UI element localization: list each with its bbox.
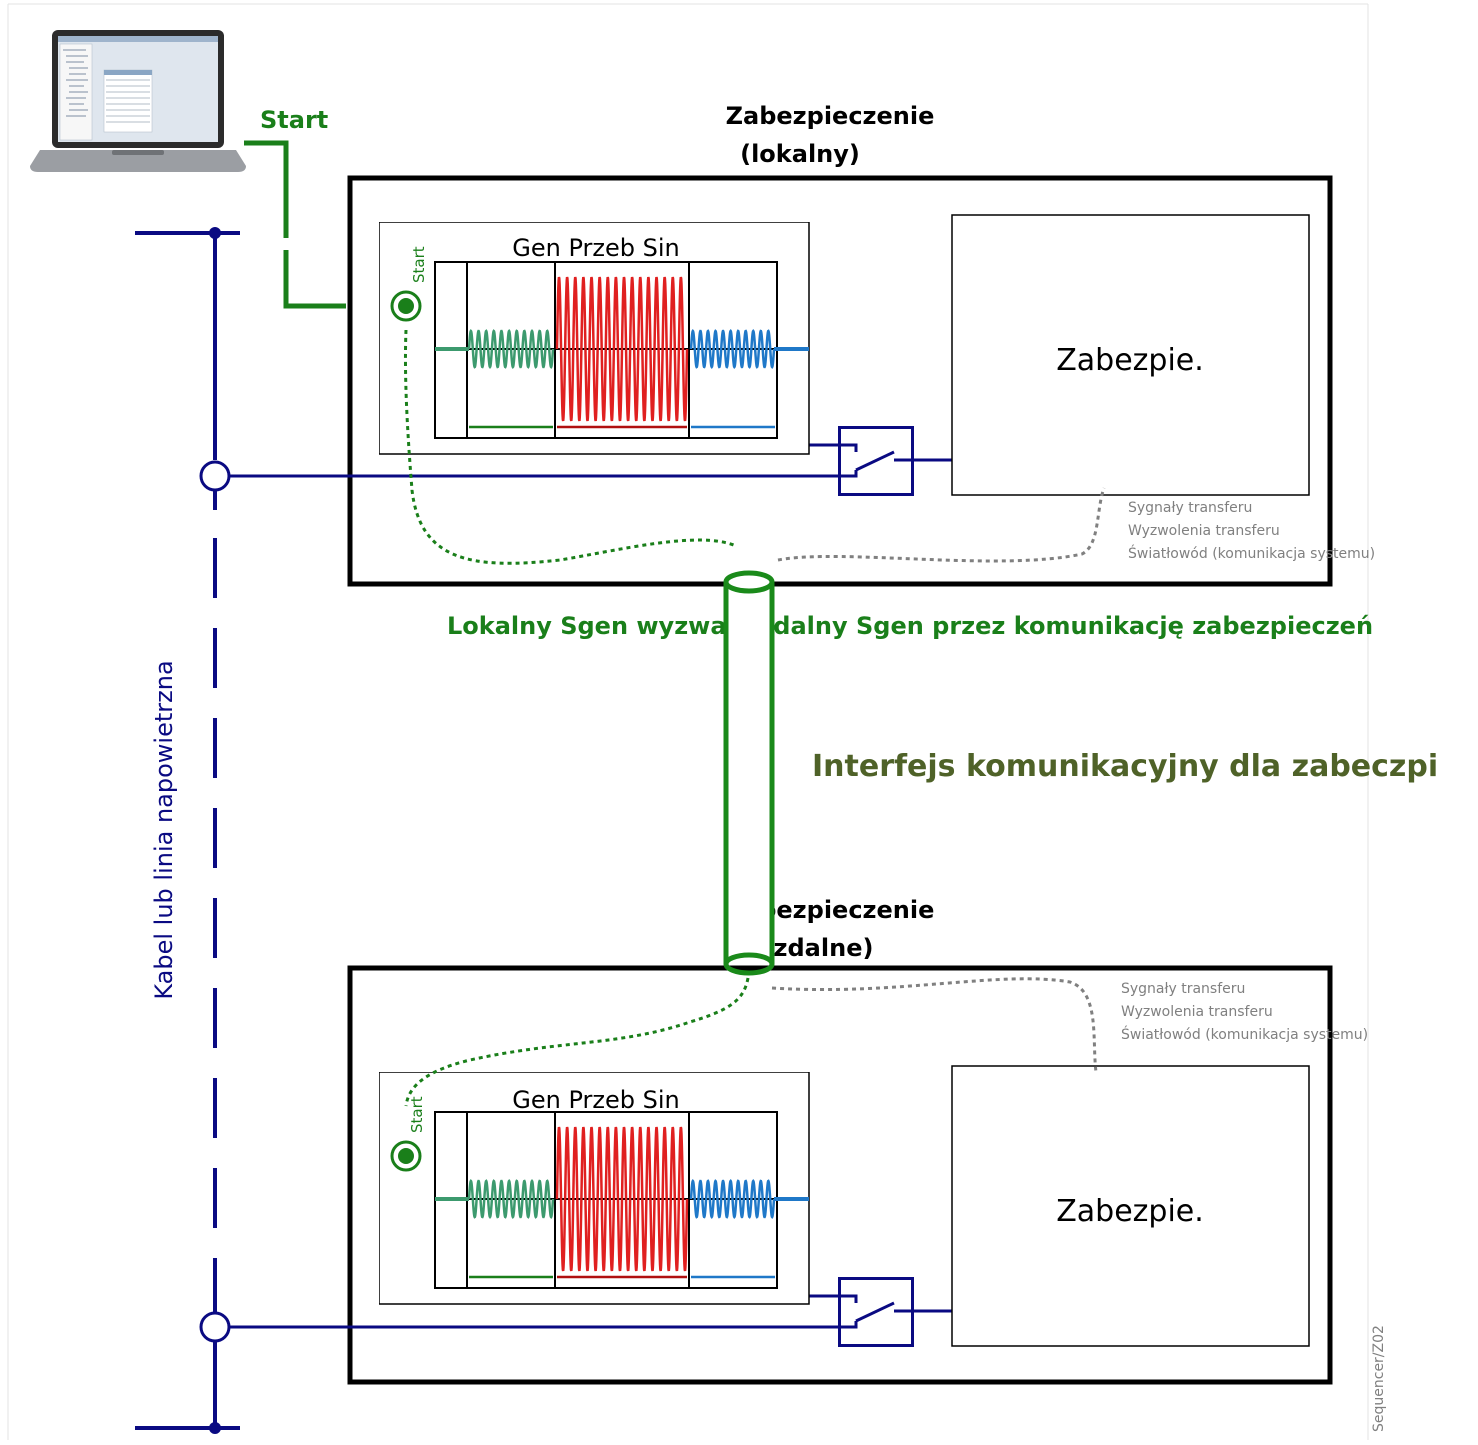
remote-comm-note-line2: Wyzwolenia transferu xyxy=(1121,1004,1273,1020)
local-protection-box xyxy=(951,214,1310,496)
local-comm-note-line3: Światłowód (komunikacja systemu) xyxy=(1128,544,1375,562)
remote-comm-note-line3: Światłowód (komunikacja systemu) xyxy=(1121,1025,1368,1043)
laptop-icon xyxy=(30,30,246,172)
remote-protection-label: Zabezpie. xyxy=(1056,1194,1204,1229)
remote-start-input-label: Start xyxy=(408,1096,426,1133)
local-relay-box xyxy=(347,175,1333,587)
remote-relay-box xyxy=(347,965,1333,1385)
local-trigger-path xyxy=(403,329,737,565)
trigger-caption: Lokalny Sgen wyzwala zdalny Sgen przez k… xyxy=(447,612,1373,640)
fiber-cable-icon xyxy=(723,570,775,976)
local-breaker-switch xyxy=(838,426,914,496)
local-protection-label: Zabezpie. xyxy=(1056,343,1204,378)
line-label: Kabel lub linia napowietrzna xyxy=(150,660,178,999)
start-label: Start xyxy=(260,106,328,134)
remote-fiber-path xyxy=(771,977,1098,1073)
interface-caption: Interfejs komunikacyjny dla zabeczpi xyxy=(812,749,1438,784)
local-fiber-path xyxy=(777,487,1106,563)
local-relay-title-line2: (lokalny) xyxy=(740,140,860,168)
local-comm-note-line2: Wyzwolenia transferu xyxy=(1128,523,1280,539)
local-generator-title: Gen Przeb Sin xyxy=(512,234,679,262)
local-start-input-label: Start xyxy=(410,246,428,283)
remote-comm-note-line1: Sygnały transferu xyxy=(1121,981,1245,997)
remote-breaker-switch xyxy=(838,1277,914,1347)
figure-id: Sequencer/Z02 xyxy=(1371,1325,1387,1432)
remote-protection-box xyxy=(951,1065,1310,1347)
local-comm-note-line1: Sygnały transferu xyxy=(1128,500,1252,516)
remote-generator-title: Gen Przeb Sin xyxy=(512,1086,679,1114)
local-relay-title-line1: Zabezpieczenie xyxy=(726,102,935,130)
remote-relay-title-line2: (zdalne) xyxy=(763,934,874,962)
remote-trigger-path xyxy=(404,977,750,1107)
